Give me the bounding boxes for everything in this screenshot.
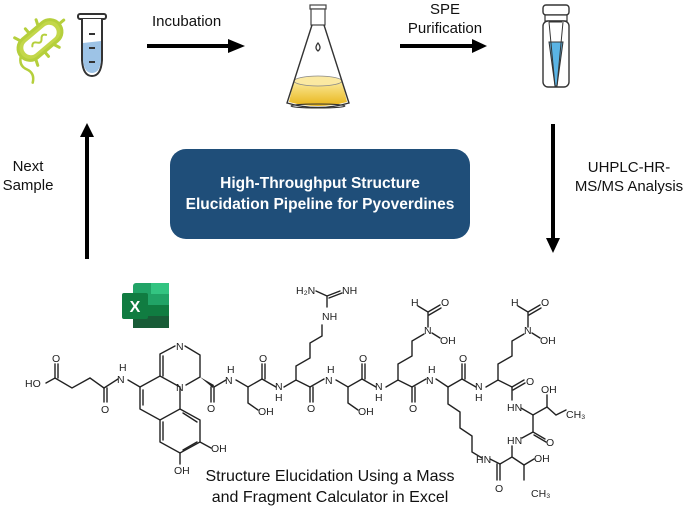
svg-text:CH₃: CH₃ (566, 409, 585, 421)
caption-line1: Structure Elucidation Using a Mass (205, 468, 455, 485)
svg-text:O: O (441, 297, 449, 309)
incubation-label: Incubation (152, 13, 222, 30)
erlenmeyer-flask-icon (286, 4, 350, 109)
svg-text:OH: OH (358, 406, 374, 418)
svg-text:O: O (546, 437, 554, 449)
svg-text:O: O (259, 353, 267, 365)
excel-icon: X (122, 283, 169, 328)
svg-text:O: O (101, 404, 109, 416)
svg-text:H: H (275, 392, 283, 404)
svg-text:OH: OH (541, 384, 557, 396)
pyoverdine-structure: HO O H N O N N OH OH O H N OH O N H H₂N … (25, 285, 585, 500)
uhplc-label: UHPLC-HR- MS/MS Analysis (574, 158, 684, 196)
svg-text:O: O (459, 353, 467, 365)
spe-label-line2: Purification (407, 20, 483, 37)
caption-line2: and Fragment Calculator in Excel (211, 489, 449, 506)
pipeline-title-box: High-Throughput Structure Elucidation Pi… (170, 149, 470, 239)
pipeline-title-line1: High-Throughput Structure (220, 175, 420, 192)
svg-text:H: H (227, 364, 235, 376)
svg-text:O: O (526, 376, 534, 388)
sample-tube-icon (77, 13, 107, 78)
svg-text:H: H (511, 297, 519, 309)
svg-text:O: O (409, 403, 417, 415)
analysis-arrow (546, 124, 560, 253)
svg-text:HN: HN (507, 402, 522, 414)
svg-text:N: N (225, 375, 233, 387)
svg-text:HN: HN (507, 435, 522, 447)
uhplc-label-line2: MS/MS Analysis (574, 178, 684, 195)
svg-text:OH: OH (540, 335, 556, 347)
bacterium-icon (13, 18, 66, 84)
svg-text:CH₃: CH₃ (531, 488, 550, 500)
svg-text:O: O (359, 353, 367, 365)
svg-text:H: H (428, 364, 436, 376)
spe-label: SPE Purification (405, 0, 485, 38)
svg-text:NH: NH (342, 285, 357, 297)
svg-text:N: N (424, 325, 432, 337)
caption: Structure Elucidation Using a Mass and F… (190, 466, 470, 508)
svg-text:N: N (275, 381, 283, 393)
next-sample-line1: Next (12, 158, 44, 175)
svg-text:N: N (176, 341, 184, 353)
svg-text:X: X (130, 299, 141, 316)
svg-text:HN: HN (476, 454, 491, 466)
incubation-arrow (147, 39, 245, 53)
next-sample-line2: Sample (2, 177, 54, 194)
svg-text:N: N (426, 375, 434, 387)
spe-arrow (400, 39, 487, 53)
svg-text:O: O (495, 483, 503, 495)
svg-text:O: O (52, 353, 60, 365)
svg-text:O: O (307, 403, 315, 415)
svg-text:OH: OH (174, 465, 190, 477)
svg-text:OH: OH (534, 453, 550, 465)
svg-text:H: H (119, 362, 127, 374)
uhplc-label-line1: UHPLC-HR- (587, 159, 671, 176)
svg-text:H₂N: H₂N (296, 285, 315, 297)
svg-text:O: O (541, 297, 549, 309)
svg-text:O: O (207, 403, 215, 415)
pipeline-title-line2: Elucidation Pipeline for Pyoverdines (185, 196, 455, 213)
hplc-vial-icon (542, 4, 570, 88)
svg-text:H: H (411, 297, 419, 309)
svg-text:OH: OH (211, 443, 227, 455)
next-sample-arrow (80, 123, 94, 259)
svg-text:N: N (117, 374, 125, 386)
svg-text:N: N (375, 381, 383, 393)
next-sample-label: Next Sample (0, 157, 56, 195)
svg-text:H: H (327, 364, 335, 376)
svg-text:H: H (375, 392, 383, 404)
spe-label-line1: SPE (429, 1, 460, 18)
svg-text:OH: OH (440, 335, 456, 347)
svg-text:H: H (475, 392, 483, 404)
svg-text:N: N (176, 382, 184, 394)
svg-text:NH: NH (322, 311, 337, 323)
svg-text:HO: HO (25, 378, 41, 390)
svg-text:N: N (325, 375, 333, 387)
svg-text:N: N (475, 381, 483, 393)
svg-text:N: N (524, 325, 532, 337)
svg-text:OH: OH (258, 406, 274, 418)
